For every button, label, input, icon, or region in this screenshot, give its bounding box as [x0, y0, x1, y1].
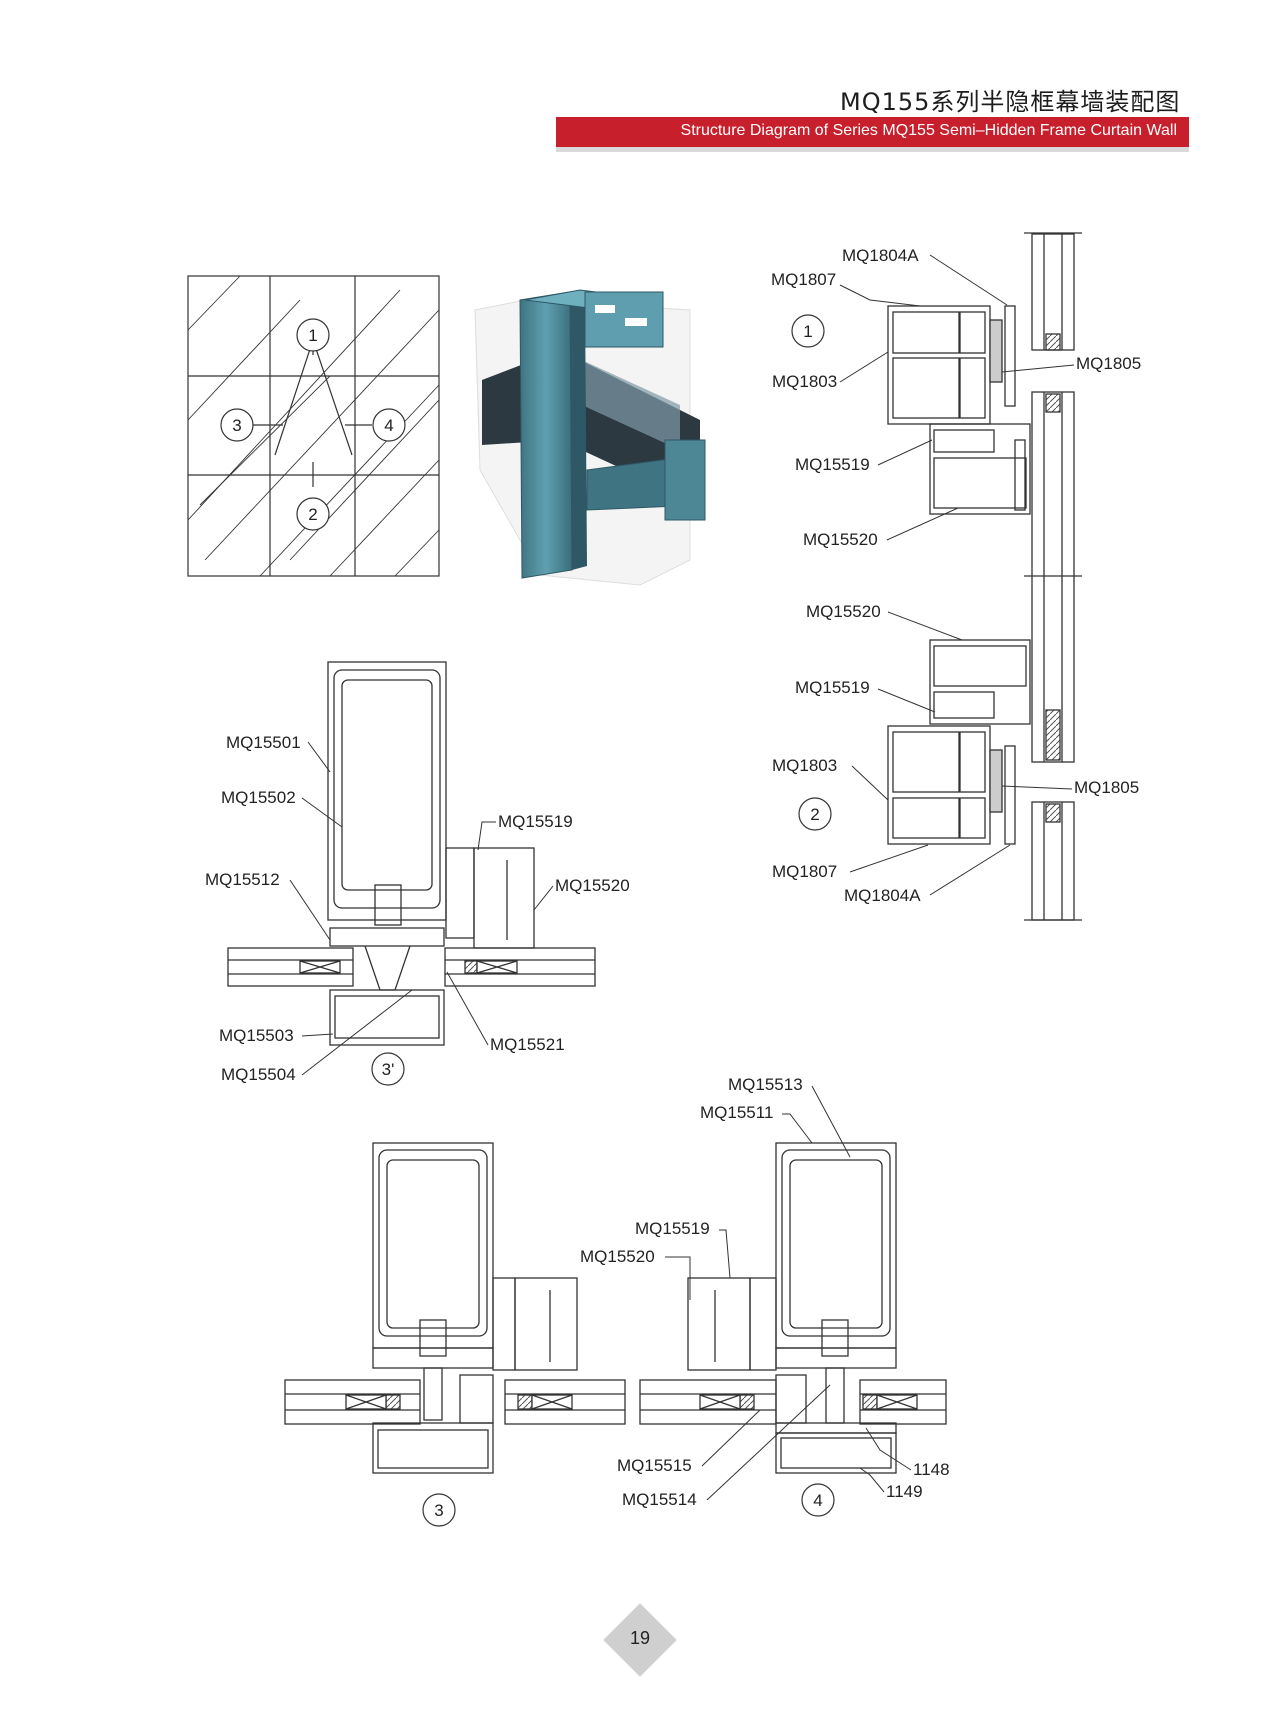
profile-3d-render: [474, 289, 706, 586]
elevation-marker-1: 1: [296, 318, 330, 352]
svg-text:2: 2: [308, 505, 317, 524]
label-mq15512: MQ15512: [205, 870, 280, 889]
svg-text:1: 1: [308, 326, 317, 345]
label-mq15514: MQ15514: [622, 1490, 697, 1509]
label-mq1803-top: MQ1803: [772, 372, 837, 391]
label-mq1804a-bottom: MQ1804A: [844, 886, 921, 905]
label-mq15503: MQ15503: [219, 1026, 294, 1045]
section-1-labels: 1 MQ1804A MQ1807 MQ1803 MQ1805 MQ15519 M…: [771, 246, 1141, 549]
svg-text:4: 4: [384, 416, 393, 435]
label-mq1804a-top: MQ1804A: [842, 246, 919, 265]
section-3prime-marker: 3': [382, 1060, 395, 1079]
label-1148: 1148: [913, 1460, 950, 1479]
label-mq15520-bottom: MQ15520: [806, 602, 881, 621]
page-title-zh: MQ155系列半隐框幕墙装配图: [840, 88, 1181, 116]
label-mq1803-bottom: MQ1803: [772, 756, 837, 775]
label-1149: 1149: [886, 1482, 923, 1501]
label-mq15520-4: MQ15520: [580, 1247, 655, 1266]
section-3-marker-group: 3: [422, 1493, 456, 1527]
label-mq15511: MQ15511: [700, 1103, 773, 1122]
section-3-marker: 3: [434, 1501, 443, 1520]
page-title-en: Structure Diagram of Series MQ155 Semi–H…: [680, 122, 1177, 139]
label-mq15520-3p: MQ15520: [555, 876, 630, 895]
page-number: 19: [629, 1628, 651, 1648]
label-mq15520-top: MQ15520: [803, 530, 878, 549]
label-mq15519-top: MQ15519: [795, 455, 870, 474]
section-3prime-labels: 3' MQ15501 MQ15502 MQ15519 MQ15512 MQ155…: [205, 733, 630, 1086]
label-mq15515: MQ15515: [617, 1456, 692, 1475]
label-mq15504: MQ15504: [221, 1065, 296, 1084]
section-4-marker: 4: [813, 1491, 822, 1510]
section-3-drawing: [284, 1142, 626, 1474]
section-2-marker: 2: [810, 805, 819, 824]
elevation-grid: [187, 275, 440, 577]
elevation-marker-3: 3: [220, 408, 254, 442]
label-mq1807-top: MQ1807: [771, 270, 836, 289]
label-mq15501: MQ15501: [226, 733, 301, 752]
label-mq15513: MQ15513: [728, 1075, 803, 1094]
label-mq15502: MQ15502: [221, 788, 296, 807]
label-mq15519-3p: MQ15519: [498, 812, 573, 831]
section-4-drawing: [639, 1142, 947, 1474]
section-1-2-drawing: [887, 232, 1082, 921]
label-mq15519-bottom: MQ15519: [795, 678, 870, 697]
title-banner: Structure Diagram of Series MQ155 Semi–H…: [556, 117, 1189, 152]
label-mq1805-bottom: MQ1805: [1074, 778, 1139, 797]
label-mq15519-4: MQ15519: [635, 1219, 710, 1238]
label-mq1807-bottom: MQ1807: [772, 862, 837, 881]
elevation-marker-2: 2: [296, 497, 330, 531]
svg-text:3: 3: [232, 416, 241, 435]
elevation-marker-4: 4: [372, 408, 406, 442]
section-2-labels: 2 MQ15520 MQ15519 MQ1803 MQ1805 MQ1807 M…: [772, 602, 1139, 905]
section-3prime-drawing: [227, 661, 596, 1046]
label-mq15521: MQ15521: [490, 1035, 565, 1054]
label-mq1805-top: MQ1805: [1076, 354, 1141, 373]
section-4-labels: 4 MQ15513 MQ15511 MQ15519 MQ15520 MQ1551…: [580, 1075, 950, 1517]
section-1-marker: 1: [803, 322, 812, 341]
